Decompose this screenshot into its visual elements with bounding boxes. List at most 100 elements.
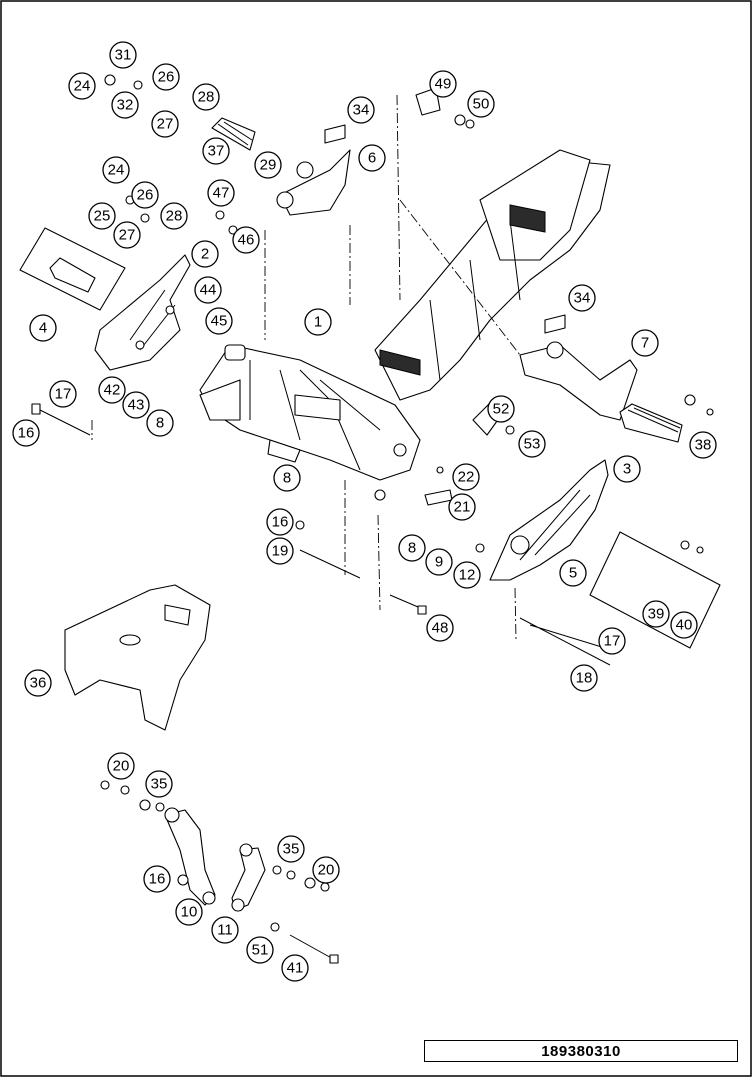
left-footrest-bracket (94, 254, 191, 371)
callout-label: 16 (149, 871, 166, 888)
callout-label: 8 (283, 470, 291, 487)
callout-28b: 28 (160, 202, 188, 230)
callout-19: 19 (266, 537, 294, 565)
callout-label: 47 (213, 185, 230, 202)
callout-label: 1 (314, 314, 322, 331)
callout-label: 27 (157, 116, 174, 133)
callout-label: 53 (524, 436, 541, 453)
callout-label: 34 (574, 290, 591, 307)
callout-2: 2 (191, 240, 219, 268)
callout-5: 5 (559, 559, 587, 587)
callout-22: 22 (452, 463, 480, 491)
callout-label: 16 (272, 514, 289, 531)
callout-10: 10 (175, 898, 203, 926)
callout-label: 22 (458, 469, 475, 486)
callout-41: 41 (281, 954, 309, 982)
callout-47: 47 (207, 179, 235, 207)
callout-21: 21 (448, 493, 476, 521)
callout-42: 42 (98, 376, 126, 404)
callout-39: 39 (642, 600, 670, 628)
callout-label: 43 (128, 397, 145, 414)
callout-label: 46 (238, 232, 255, 249)
skid-plate (64, 584, 211, 731)
assembly-lines (91, 94, 521, 641)
callout-16c: 16 (143, 865, 171, 893)
callout-24b: 24 (102, 156, 130, 184)
callout-label: 2 (201, 246, 209, 263)
callout-label: 18 (576, 670, 593, 687)
callout-label: 28 (198, 89, 215, 106)
callout-17b: 17 (598, 627, 626, 655)
strut-10 (164, 807, 216, 906)
callout-label: 41 (287, 960, 304, 977)
callout-36: 36 (24, 669, 52, 697)
callout-label: 25 (94, 208, 111, 225)
callout-label: 35 (283, 841, 300, 858)
callout-1: 1 (304, 308, 332, 336)
callout-3: 3 (613, 455, 641, 483)
callout-8: 8 (146, 409, 174, 437)
callout-48: 48 (426, 614, 454, 642)
callout-16b: 16 (266, 508, 294, 536)
callout-label: 24 (74, 78, 91, 95)
callout-50: 50 (467, 90, 495, 118)
callout-label: 45 (211, 313, 228, 330)
callout-29: 29 (254, 151, 282, 179)
right-footrest-bracket (489, 459, 609, 581)
callout-8b: 8 (273, 464, 301, 492)
callout-16: 16 (12, 419, 40, 447)
callout-53: 53 (518, 430, 546, 458)
callout-label: 10 (181, 904, 198, 921)
callout-35b: 35 (277, 835, 305, 863)
callout-label: 5 (569, 565, 577, 582)
callout-34b: 34 (568, 284, 596, 312)
callout-label: 8 (156, 415, 164, 432)
callout-label: 31 (115, 47, 132, 64)
callout-label: 28 (166, 208, 183, 225)
callout-12: 12 (453, 561, 481, 589)
callout-label: 20 (318, 862, 335, 879)
callout-label: 7 (641, 335, 649, 352)
callout-label: 21 (454, 499, 471, 516)
callout-label: 26 (137, 187, 154, 204)
callout-24: 24 (68, 72, 96, 100)
callout-51: 51 (246, 936, 274, 964)
callout-label: 40 (676, 617, 693, 634)
callout-49: 49 (429, 70, 457, 98)
callout-28: 28 (192, 83, 220, 111)
passenger-bracket-left (276, 149, 351, 216)
callout-7: 7 (631, 329, 659, 357)
callout-34: 34 (347, 96, 375, 124)
callout-label: 42 (104, 382, 121, 399)
callout-label: 36 (30, 675, 47, 692)
callout-37: 37 (202, 137, 230, 165)
callout-label: 9 (435, 554, 443, 571)
callout-label: 34 (353, 102, 370, 119)
callout-label: 17 (55, 386, 72, 403)
callout-label: 4 (39, 320, 47, 337)
callout-label: 39 (648, 606, 665, 623)
callout-label: 24 (108, 162, 125, 179)
callout-11: 11 (211, 916, 239, 944)
callout-label: 32 (117, 97, 134, 114)
callout-label: 11 (217, 922, 233, 939)
callout-8c: 8 (398, 534, 426, 562)
small-hardware (100, 74, 714, 932)
callout-label: 48 (432, 620, 449, 637)
callout-45: 45 (205, 307, 233, 335)
callout-label: 29 (260, 157, 277, 174)
callout-label: 44 (200, 282, 217, 299)
footpeg-4 (49, 257, 96, 293)
footpeg-37 (211, 117, 256, 151)
callout-20b: 20 (312, 856, 340, 884)
callout-label: 35 (151, 776, 168, 793)
callout-27: 27 (151, 110, 179, 138)
callout-label: 19 (272, 543, 289, 560)
callout-label: 49 (435, 76, 452, 93)
callout-label: 26 (158, 69, 175, 86)
document-number: 189380310 (541, 1042, 621, 1060)
callout-label: 20 (113, 758, 130, 775)
callout-18: 18 (570, 664, 598, 692)
